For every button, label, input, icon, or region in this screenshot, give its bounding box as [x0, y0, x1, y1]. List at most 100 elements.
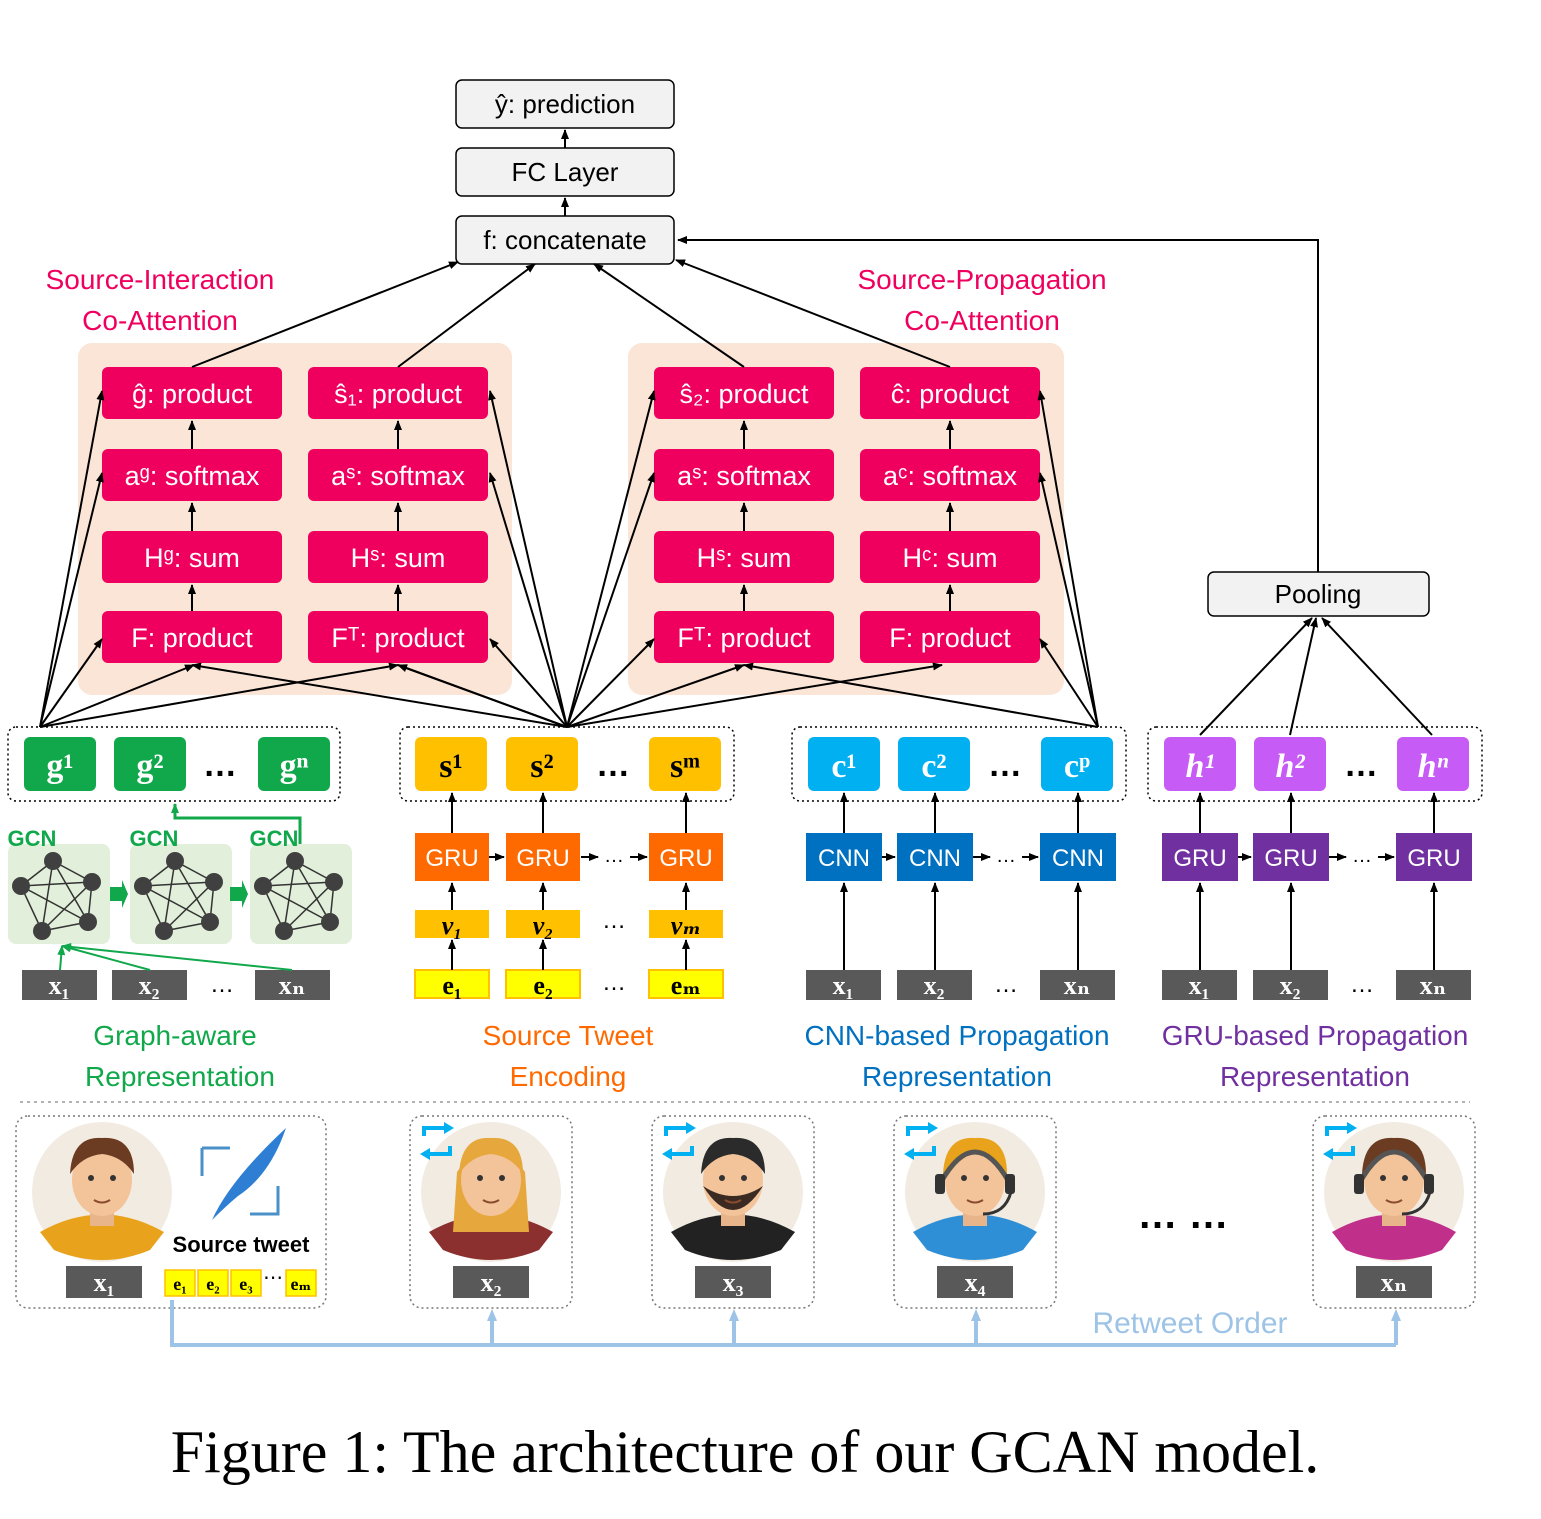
- v-label: v₁: [442, 911, 463, 940]
- propagation-cnn-step-label: aᶜ: softmax: [883, 461, 1018, 491]
- cnn-propagation-label-2: Representation: [862, 1061, 1052, 1092]
- retweet-icon: [904, 1122, 938, 1160]
- fc-layer-label: FC Layer: [512, 157, 619, 187]
- v-label: vₘ: [671, 911, 701, 940]
- rep-label: c²: [921, 748, 946, 785]
- gcn-label: GCN: [130, 826, 179, 851]
- rep-s-0: s¹: [415, 737, 487, 791]
- arrow: [39, 662, 399, 728]
- rep-label: s²: [530, 748, 553, 785]
- user-id-box: x₄: [937, 1266, 1013, 1298]
- gru-prop-input-3: xₙ: [1396, 970, 1471, 1000]
- cnn-ellipsis: …: [996, 845, 1016, 867]
- graph-input-label: x₁: [49, 971, 70, 1000]
- graph-rep-group: [7, 726, 341, 802]
- source-gru-0: GRU: [415, 833, 489, 881]
- gru-label: GRU: [1407, 845, 1460, 872]
- propagation-cnn-step-0: ĉ: product: [860, 367, 1040, 419]
- arrow: [397, 664, 568, 728]
- source-interaction-panel: [78, 343, 512, 695]
- interaction-graph-step-label: ĝ: product: [132, 379, 253, 409]
- gcn-block-0: GCN: [8, 826, 110, 944]
- interaction-graph-step-label: F: product: [131, 623, 253, 653]
- user-id-box: x₃: [695, 1266, 771, 1298]
- gru-prop-ellipsis: …: [1352, 845, 1372, 867]
- rep-label: sᵐ: [670, 748, 700, 785]
- graph-node: [325, 873, 343, 891]
- source-tweet-label: Source tweet: [173, 1232, 311, 1257]
- concatenate-box: f: concatenate: [455, 215, 675, 265]
- gru-prop-input-label: xₙ: [1420, 971, 1447, 1000]
- word-vector-3: vₘ: [649, 910, 723, 940]
- e-label: e₁: [442, 971, 461, 1000]
- graph-node: [275, 922, 293, 940]
- arrow: [488, 390, 568, 728]
- retweet-user-card-1: x₃: [651, 1115, 815, 1309]
- gru-label: GRU: [659, 845, 712, 872]
- source-propagation-title: Source-Propagation: [857, 264, 1106, 295]
- propagation-cnn-step-2: Hᶜ: sum: [860, 531, 1040, 583]
- embedding-3: eₘ: [648, 969, 724, 1000]
- arrow: [1037, 390, 1099, 728]
- propagation-cnn-step-label: Hᶜ: sum: [902, 543, 997, 573]
- graph-node: [205, 873, 223, 891]
- propagation-source-step-0: ŝ₂: product: [654, 367, 834, 419]
- avatar: [663, 1122, 803, 1262]
- graph-aware-label-2: Representation: [85, 1061, 275, 1092]
- rep-label: s¹: [439, 748, 462, 785]
- gru-prop-input-label: x₁: [1189, 971, 1210, 1000]
- arrow: [39, 638, 103, 728]
- cnn-input-label: x₁: [833, 971, 854, 1000]
- pooling-box: Pooling: [1207, 571, 1430, 617]
- propagation-source-step-label: Hˢ: sum: [697, 543, 792, 573]
- graph-input-0: x₁: [22, 970, 97, 1000]
- graph-ellipsis: …: [210, 971, 234, 998]
- interaction-graph-step-0: ĝ: product: [102, 367, 282, 419]
- arrow: [39, 664, 195, 728]
- gru-propagation-label: GRU-based Propagation: [1162, 1020, 1469, 1051]
- gcn-arrow: [230, 880, 248, 908]
- avatar: [905, 1122, 1045, 1262]
- users-ellipsis: … …: [1137, 1193, 1228, 1237]
- interaction-source-step-label: Fᵀ: product: [331, 623, 465, 653]
- graph-node: [254, 877, 272, 895]
- rep-ellipsis: …: [203, 746, 237, 784]
- token-ellipsis: ⋯: [263, 1267, 283, 1289]
- coattention-input-arrows: [39, 390, 1099, 728]
- gru-label: GRU: [1264, 845, 1317, 872]
- interaction-source-step-label: Hˢ: sum: [351, 543, 446, 573]
- cnn-label: CNN: [818, 845, 870, 872]
- gru-prop-ellipsis: …: [1350, 971, 1374, 998]
- rep-ellipsis: …: [596, 746, 630, 784]
- rep-g-3: gⁿ: [258, 737, 330, 791]
- propagation-source-step-label: aˢ: softmax: [677, 461, 811, 491]
- rep-g-0: g¹: [24, 737, 96, 791]
- tweet-token-4: eₘ: [285, 1269, 317, 1297]
- propagation-cnn-step-1: aᶜ: softmax: [860, 449, 1040, 501]
- graph-aware-label: Graph-aware: [93, 1020, 256, 1051]
- gru-prop-block-1: GRU: [1253, 833, 1329, 881]
- interaction-source-step-3: Fᵀ: product: [308, 611, 488, 663]
- gcn-block-1: GCN: [130, 826, 232, 944]
- tweet-token-2: e₃: [230, 1269, 262, 1297]
- tweet-token-0: e₁: [164, 1269, 196, 1297]
- retweet-icon: [662, 1122, 696, 1160]
- gcn-label: GCN: [8, 826, 57, 851]
- tweet-token-label: e₂: [206, 1274, 219, 1294]
- graph-node: [33, 922, 51, 940]
- arrow: [1038, 472, 1099, 728]
- user-id-label: x₂: [481, 1268, 502, 1297]
- tweet-token-1: e₂: [197, 1269, 229, 1297]
- retweet-user-card-3: xₙ: [1312, 1115, 1476, 1309]
- arrow: [566, 664, 745, 728]
- word-vector-0: v₁: [415, 910, 489, 940]
- source-tweet-encoding-label: Source Tweet: [483, 1020, 654, 1051]
- interaction-source-step-1: aˢ: softmax: [308, 449, 488, 501]
- propagation-source-step-label: Fᵀ: product: [677, 623, 811, 653]
- cnn-label: CNN: [909, 845, 961, 872]
- graph-node: [12, 877, 30, 895]
- cnn-block-1: CNN: [897, 833, 973, 881]
